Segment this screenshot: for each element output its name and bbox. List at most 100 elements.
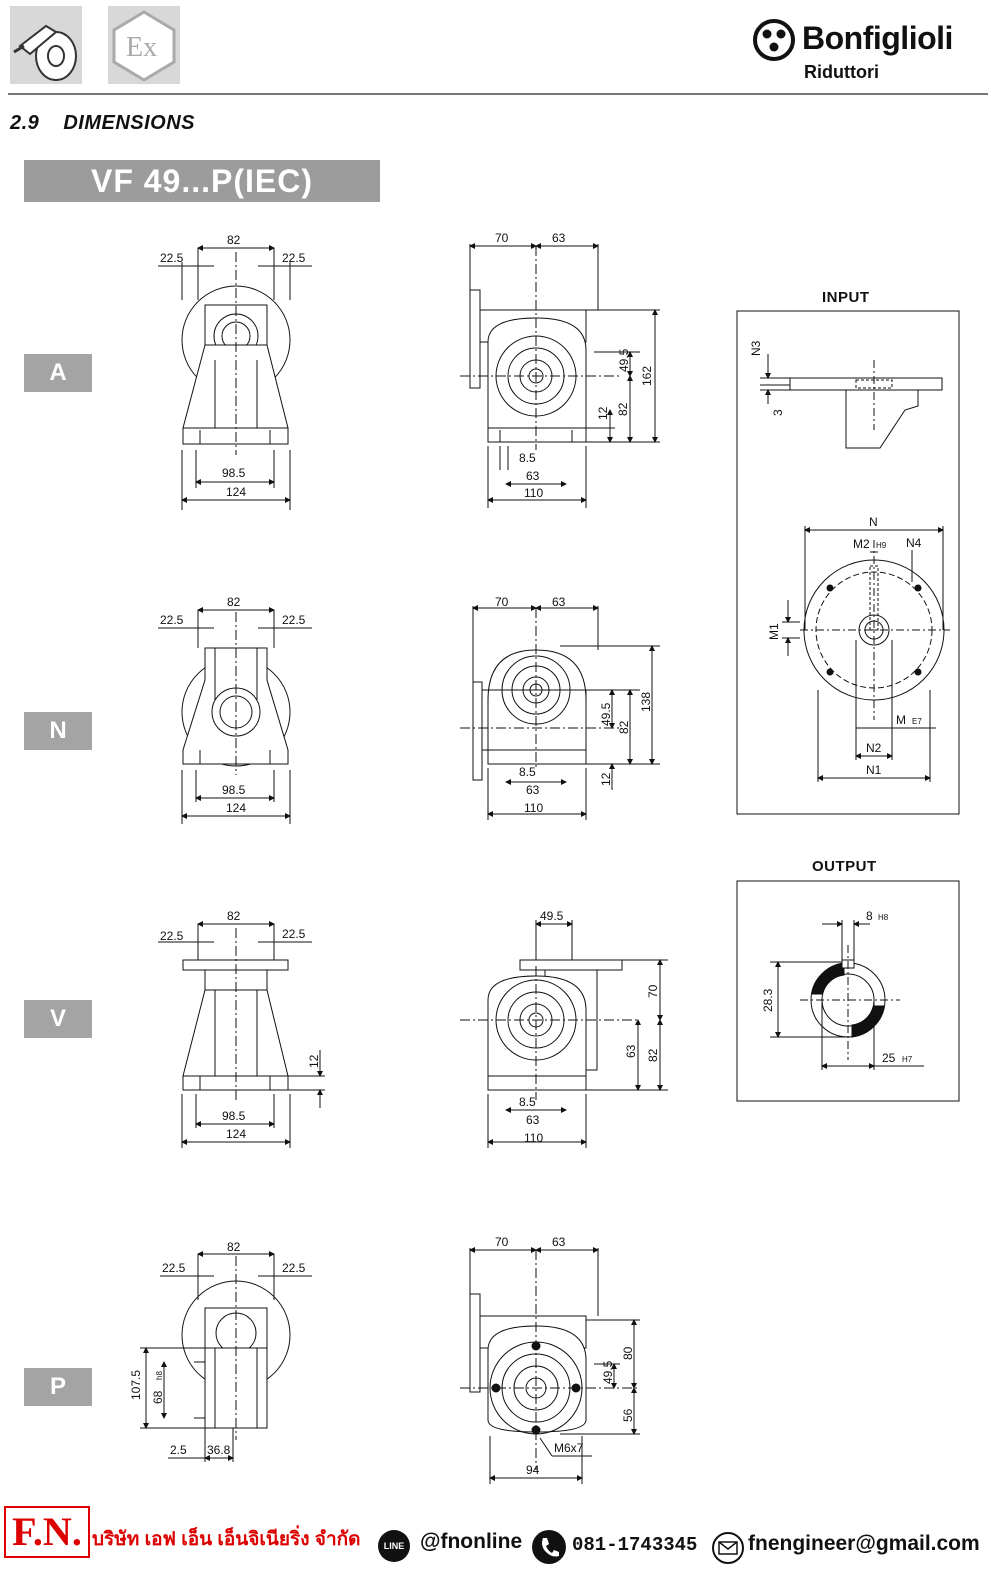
line-app-icon: LINE <box>378 1530 410 1562</box>
bonfiglioli-logo-icon <box>753 19 795 61</box>
phone-icon <box>532 1530 566 1564</box>
input-label-n3: N3 <box>749 340 763 356</box>
n-side-dim-d4: 12 <box>599 772 613 786</box>
p-side-dim-b1: 94 <box>526 1463 540 1477</box>
a-side-dim-d2: 162 <box>640 366 654 386</box>
a-front-dim-b2: 124 <box>226 485 246 499</box>
output-label-bore-tol: H7 <box>902 1055 913 1064</box>
v-front-view <box>158 921 325 1148</box>
v-side-dim-d3: 82 <box>646 1048 660 1062</box>
input-label-m2-tol: H9 <box>876 541 887 550</box>
input-label-n4: N4 <box>906 536 922 550</box>
n-side-view <box>460 605 660 820</box>
input-label-n1: N1 <box>866 763 882 777</box>
header-rule <box>8 93 988 95</box>
a-front-dim-b1: 98.5 <box>222 466 246 480</box>
output-box-title: OUTPUT <box>812 858 877 875</box>
motor-icon-tile <box>10 6 82 84</box>
output-label-bore: 25 <box>882 1051 896 1065</box>
v-side-dim-b3: 110 <box>524 1131 543 1145</box>
input-label-m-tol: E7 <box>912 717 922 726</box>
variant-label-n: N <box>24 712 92 750</box>
variant-label-a: A <box>24 354 92 392</box>
n-side-dim-b1: 8.5 <box>519 765 536 779</box>
a-front-dim-top: 82 <box>227 233 241 247</box>
a-side-view <box>460 243 660 508</box>
input-box-title: INPUT <box>822 289 870 306</box>
n-front-dim-b2: 124 <box>226 801 246 815</box>
atex-icon-tile: Ex <box>108 6 180 84</box>
v-side-dim-t1: 49.5 <box>540 909 564 923</box>
p-side-dim-d1: 49.5 <box>601 1360 615 1384</box>
n-side-dim-t2: 63 <box>552 595 566 609</box>
p-front-dim-top: 82 <box>227 1240 241 1254</box>
input-detail-box <box>736 310 960 815</box>
v-side-dim-d1: 70 <box>646 984 660 998</box>
n-side-dim-b3: 110 <box>524 801 543 815</box>
p-side-dim-d3: 56 <box>621 1408 635 1422</box>
section-title: DIMENSIONS <box>63 112 195 134</box>
n-front-dim-b1: 98.5 <box>222 783 246 797</box>
a-front-dim-left: 22.5 <box>160 251 184 265</box>
a-side-dim-b1: 8.5 <box>519 451 536 465</box>
brand-subtitle: Riduttori <box>804 62 879 82</box>
a-front-dim-right: 22.5 <box>282 251 306 265</box>
mail-icon <box>712 1532 744 1564</box>
email-address[interactable]: fnengineer@gmail.com <box>748 1532 980 1555</box>
input-label-m: M <box>896 713 906 727</box>
p-side-view <box>460 1247 640 1484</box>
a-side-dim-b3: 110 <box>524 486 543 500</box>
a-side-dim-d1: 49.5 <box>617 348 631 372</box>
output-label-key: 8 <box>866 909 873 923</box>
n-front-dim-right: 22.5 <box>282 613 306 627</box>
p-front-dim-h2-tol: h8 <box>155 1371 164 1380</box>
svg-text:Ex: Ex <box>126 32 157 63</box>
input-label-n: N <box>869 515 878 529</box>
dimension-drawings: 82 22.5 22.5 98.5 124 70 63 8.5 63 110 4… <box>129 231 960 1484</box>
n-side-dim-b2: 63 <box>526 783 540 797</box>
output-label-depth: 28.3 <box>761 988 775 1012</box>
n-front-dim-top: 82 <box>227 595 241 609</box>
n-front-view <box>158 607 312 824</box>
phone-number[interactable]: 081-1743345 <box>572 1534 698 1556</box>
atex-ex-icon: Ex <box>112 10 176 82</box>
footer-banner: F.N. บริษัท เอฟ เอ็น เอ็นจิเนียริ่ง จำกั… <box>0 1502 1000 1570</box>
n-front-dim-left: 22.5 <box>160 613 184 627</box>
p-front-dim-h2: 68 <box>151 1390 165 1404</box>
v-front-dim-right: 22.5 <box>282 927 306 941</box>
v-side-dim-b2: 63 <box>526 1113 540 1127</box>
a-side-dim-d3: 12 <box>596 406 610 420</box>
n-side-dim-d2: 138 <box>639 692 653 712</box>
input-label-m1: M1 <box>767 623 781 640</box>
a-side-dim-d4: 82 <box>616 402 630 416</box>
p-side-dim-t1: 70 <box>495 1235 509 1249</box>
brand-name: Bonfiglioli <box>802 20 953 56</box>
variant-label-v: V <box>24 1000 92 1038</box>
v-front-dim-left: 22.5 <box>160 929 184 943</box>
line-id[interactable]: @fnonline <box>420 1530 523 1553</box>
p-side-dim-d2: 80 <box>621 1346 635 1360</box>
p-front-dim-right: 22.5 <box>282 1261 306 1275</box>
a-side-dim-t1: 70 <box>495 231 509 245</box>
p-front-dim-left: 22.5 <box>162 1261 186 1275</box>
a-front-view <box>158 245 312 510</box>
p-front-dim-h1: 107.5 <box>129 1370 143 1400</box>
v-side-view <box>460 920 668 1148</box>
n-side-dim-d3: 82 <box>617 720 631 734</box>
n-side-dim-t1: 70 <box>495 595 509 609</box>
a-side-dim-b2: 63 <box>526 469 540 483</box>
gear-motor-icon <box>13 24 77 81</box>
input-label-3: 3 <box>771 409 785 416</box>
v-front-dim-top: 82 <box>227 909 241 923</box>
v-side-dim-d2: 63 <box>624 1044 638 1058</box>
variant-label-p: P <box>24 1368 92 1406</box>
a-side-dim-t2: 63 <box>552 231 566 245</box>
p-front-dim-b1: 2.5 <box>170 1443 187 1457</box>
input-label-m2: M2 <box>853 537 870 551</box>
p-front-view <box>140 1251 312 1462</box>
fn-logo: F.N. <box>4 1506 90 1558</box>
brand-logo: Bonfiglioli Riduttori <box>752 14 992 86</box>
output-detail-box <box>736 880 960 1102</box>
input-label-n2: N2 <box>866 741 882 755</box>
